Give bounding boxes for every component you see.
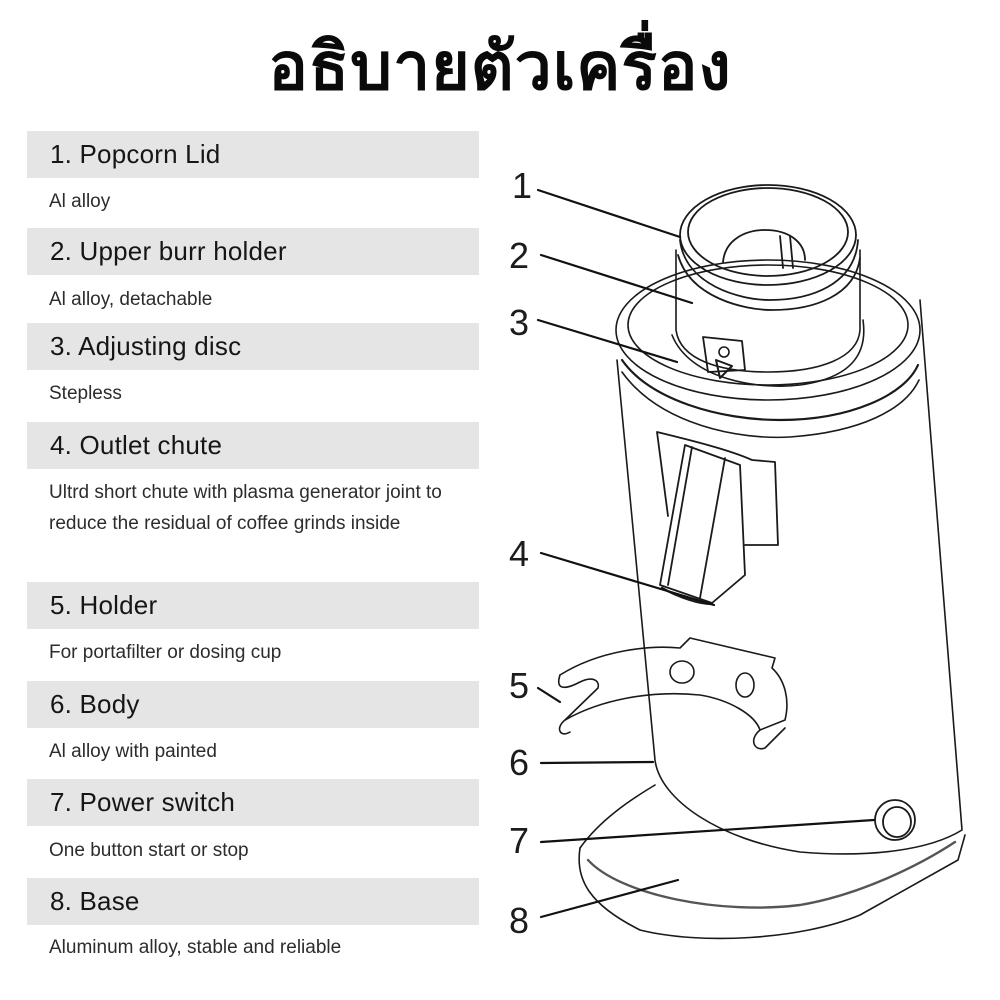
part-heading: 3. Adjusting disc: [50, 331, 242, 361]
part-description: One button start or stop: [49, 840, 249, 861]
callout-number: 1: [512, 165, 533, 206]
part-description: Al alloy, detachable: [49, 289, 213, 310]
part-heading: 6. Body: [50, 689, 140, 719]
part-description: Aluminum alloy, stable and reliable: [49, 937, 342, 958]
burr-holder-drawing: [671, 249, 865, 387]
power-switch-drawing: [874, 799, 916, 841]
body-drawing: [615, 259, 963, 855]
callout-number: 4: [509, 533, 530, 574]
part-heading-bar: 3. Adjusting disc: [27, 323, 479, 370]
part-description: For portafilter or dosing cup: [49, 642, 282, 663]
part-description: Al alloy: [49, 191, 111, 212]
part-description: Stepless: [49, 383, 122, 404]
part-heading-bar: 5. Holder: [27, 582, 479, 629]
part-heading: 7. Power switch: [50, 787, 236, 817]
part-description: Ultrd short chute with plasma generator …: [49, 482, 442, 534]
part-heading: 5. Holder: [50, 590, 158, 620]
part-heading: 1. Popcorn Lid: [50, 139, 221, 169]
callout-number: 3: [509, 302, 530, 343]
callout-leaders: [536, 188, 876, 919]
callout-number: 7: [509, 820, 530, 861]
part-heading-bar: 4. Outlet chute: [27, 422, 479, 469]
base-drawing: [578, 784, 966, 940]
part-description: Al alloy with painted: [49, 741, 217, 762]
outlet-chute-drawing: [656, 431, 779, 606]
part-heading-bar: 2. Upper burr holder: [27, 228, 479, 275]
part-heading-bar: 7. Power switch: [27, 779, 479, 826]
part-heading: 8. Base: [50, 886, 140, 916]
callout-number: 5: [509, 665, 530, 706]
part-heading-bar: 8. Base: [27, 878, 479, 925]
part-heading: 4. Outlet chute: [50, 430, 223, 460]
callout-number: 6: [509, 742, 530, 783]
callout-number: 8: [509, 900, 530, 941]
popcorn-lid-drawing: [677, 184, 861, 311]
callout-number: 2: [509, 235, 530, 276]
part-heading-bar: 1. Popcorn Lid: [27, 131, 479, 178]
page-title: อธิบายตัวเครื่อง: [268, 28, 732, 105]
holder-drawing: [558, 637, 788, 750]
part-heading-bar: 6. Body: [27, 681, 479, 728]
part-heading: 2. Upper burr holder: [50, 236, 287, 266]
